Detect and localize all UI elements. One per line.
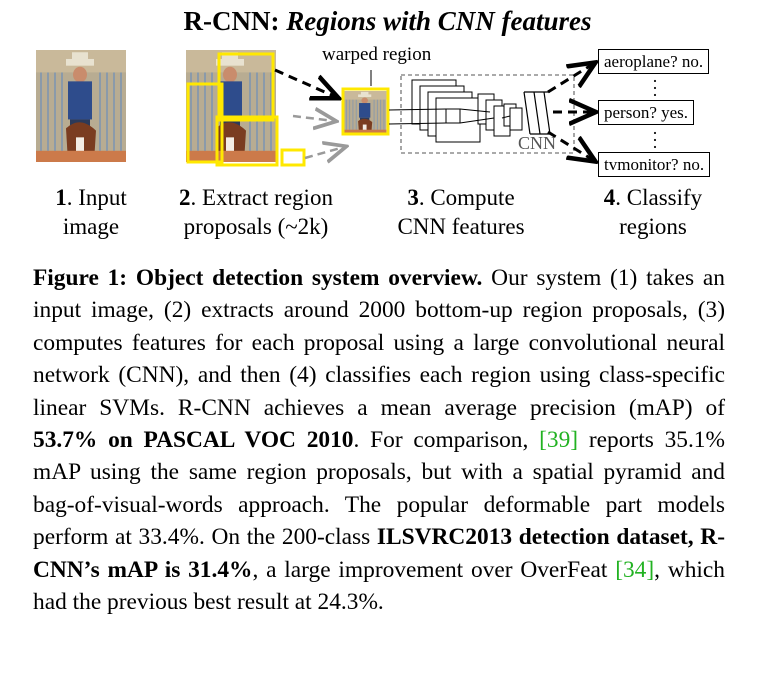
arrow-class-3: [547, 130, 593, 160]
title-italic: Regions with CNN features: [286, 6, 592, 36]
ellipsis-vertical-icon: ···: [652, 123, 658, 157]
caption-text: Our system (1) takes an input image, (2)…: [33, 265, 726, 421]
input-image: [34, 48, 128, 164]
arrow-class-1: [547, 64, 593, 94]
cnn-label: CNN: [518, 133, 557, 153]
caption-ilsvrc-result: ILSVRC2013 detection dataset, R-CNN’s mA…: [33, 524, 725, 583]
class-output-tvmonitor: tvmonitor? no.: [598, 152, 711, 177]
class-output-aeroplane: aeroplane? no.: [598, 49, 710, 74]
figure-caption: Figure 1: Object detection system overvi…: [33, 265, 726, 616]
title-plain: R-CNN:: [183, 6, 287, 36]
caption-voc-result: 53.7% on PASCAL VOC 2010: [33, 427, 354, 454]
ellipsis-vertical-icon: ···: [652, 71, 658, 105]
arrow-proposal-2: [292, 116, 334, 121]
cnn-diagram: [388, 74, 575, 154]
arrow-proposal-3: [304, 147, 344, 158]
caption-heading: Object detection system overview.: [135, 265, 483, 291]
class-output-person: person? yes.: [598, 100, 695, 125]
caption-label: Figure 1:: [33, 265, 128, 291]
citation-link[interactable]: [34]: [615, 556, 655, 583]
warped-region-label: warped region: [322, 44, 432, 65]
arrow-proposal-1: [274, 68, 336, 97]
pipeline-diagram: [34, 48, 775, 167]
warped-region: [341, 70, 390, 136]
citation-link[interactable]: [39]: [539, 427, 579, 454]
figure-title: R-CNN: Regions with CNN features: [0, 6, 775, 37]
figure-1: R-CNN: Regions with CNN features: [0, 0, 775, 250]
proposals-image: [184, 48, 306, 167]
